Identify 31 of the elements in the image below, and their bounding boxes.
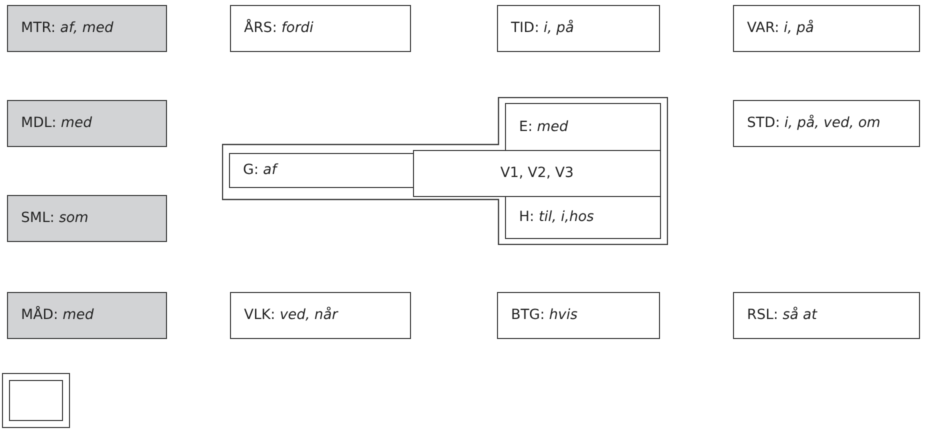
label-box [497, 292, 660, 339]
box-text: MTR: af, med [21, 19, 114, 38]
box-text: V1, V2, V3 [500, 164, 574, 183]
label-box [733, 100, 920, 147]
label-box [229, 153, 414, 188]
label-box [505, 196, 661, 239]
label-box [230, 292, 411, 339]
label-box [7, 100, 167, 147]
label-box [7, 5, 167, 52]
box-text: MÅD: med [21, 305, 94, 325]
label-box [7, 292, 167, 339]
box-text: E: med [519, 118, 568, 136]
label-box [413, 150, 661, 197]
box-text: TID: i, på [511, 18, 574, 38]
box-text: RSL: så at [747, 306, 817, 325]
double-outline-box [2, 373, 70, 428]
box-text: VAR: i, på [747, 18, 814, 38]
label-box [505, 103, 661, 151]
label-box [497, 5, 660, 52]
box-text: SML: som [21, 209, 88, 228]
box-text: G: af [243, 161, 277, 180]
box-text: STD: i, på, ved, om [747, 114, 880, 133]
label-box [733, 5, 920, 52]
box-text: BTG: hvis [511, 306, 578, 325]
label-box [230, 5, 411, 52]
label-box [733, 292, 920, 339]
box-text: VLK: ved, når [244, 306, 338, 325]
box-text: MDL: med [21, 114, 92, 133]
label-box [7, 195, 167, 242]
box-text: ÅRS: fordi [244, 18, 314, 38]
box-text: H: til, i,hos [519, 208, 594, 227]
